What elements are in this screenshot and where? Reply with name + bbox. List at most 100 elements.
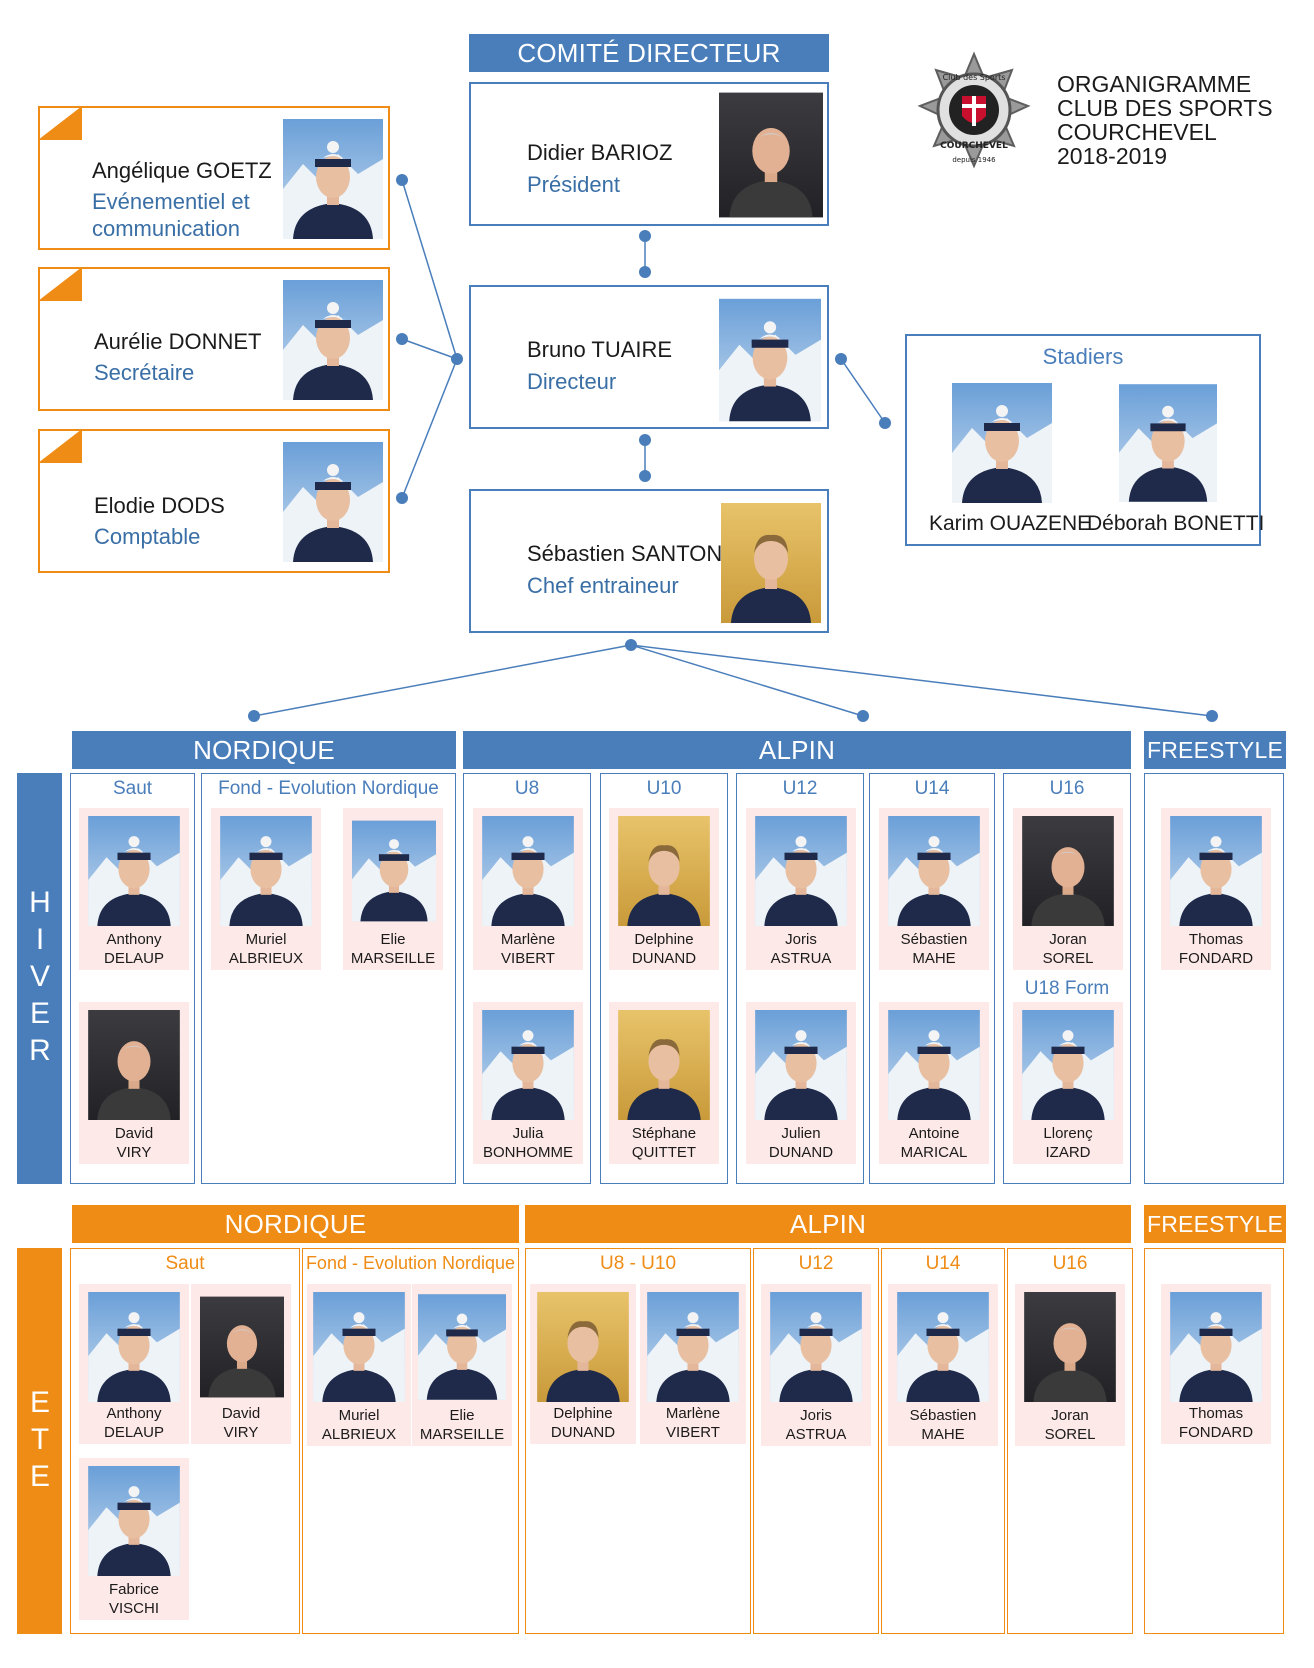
column-title: U16 <box>1049 778 1085 799</box>
connector-dot <box>1206 710 1218 722</box>
connector-dot <box>639 434 651 446</box>
hiver-nordique-banner: NORDIQUE <box>72 731 456 769</box>
member-photo <box>1022 1010 1114 1120</box>
connector-dot <box>625 639 637 651</box>
member-photo <box>647 1292 739 1402</box>
connector-line <box>630 644 864 717</box>
connector-line <box>253 644 632 717</box>
member-photo <box>755 1010 847 1120</box>
column-title: U14 <box>925 1253 961 1274</box>
connector-dot <box>396 492 408 504</box>
connector-dot <box>451 353 463 365</box>
ete-season-label: ETE <box>17 1248 62 1634</box>
hiver-alpin-banner: ALPIN <box>463 731 1131 769</box>
ete-nordique-banner: NORDIQUE <box>72 1205 519 1243</box>
svg-text:depuis 1946: depuis 1946 <box>952 156 996 164</box>
president-photo <box>719 92 823 218</box>
staff-box-dods: Elodie DODS Comptable <box>38 429 390 573</box>
column-title: U16 <box>1052 1253 1088 1274</box>
director-role: Directeur <box>527 369 617 394</box>
connector-dot <box>879 417 891 429</box>
member-photo <box>1024 1292 1116 1402</box>
connector-dot <box>396 333 408 345</box>
staff-box-donnet: Aurélie DONNET Secrétaire <box>38 267 390 411</box>
connector-dot <box>639 230 651 242</box>
member-photo <box>770 1292 862 1402</box>
member-photo <box>88 1466 180 1576</box>
tab-corner <box>38 267 82 301</box>
member-photo <box>482 1010 574 1120</box>
svg-text:COURCHEVEL: COURCHEVEL <box>940 141 1008 151</box>
hiver-freestyle-banner: FREESTYLE <box>1144 731 1286 769</box>
connector-line <box>401 338 458 360</box>
connector-dot <box>639 470 651 482</box>
staff-photo <box>283 116 383 242</box>
member-photo <box>888 1010 980 1120</box>
president-role: Président <box>527 172 620 197</box>
member-photo <box>1170 1292 1262 1402</box>
svg-text:Club des Sports: Club des Sports <box>943 73 1006 82</box>
column-title: Fond - Evolution Nordique <box>218 778 439 799</box>
director-photo <box>719 297 821 423</box>
tab-corner <box>38 106 82 140</box>
director-box: Bruno TUAIRE Directeur <box>469 285 829 429</box>
member-photo <box>313 1292 405 1402</box>
member-photo <box>220 816 312 926</box>
column-title: Saut <box>112 778 153 799</box>
connector-line <box>401 179 458 360</box>
member-photo <box>537 1292 629 1402</box>
stadiers-title: Stadiers <box>1042 344 1124 369</box>
column-title: U12 <box>782 778 818 799</box>
ete-freestyle-banner: FREESTYLE <box>1144 1205 1286 1243</box>
staff-photo <box>283 439 383 565</box>
stadier-name: Déborah BONETTI <box>1087 512 1265 535</box>
director-name: Bruno TUAIRE <box>527 337 673 362</box>
column-title: Saut <box>165 1253 205 1274</box>
member-photo <box>200 1292 284 1402</box>
stadier-name: Karim OUAZENE <box>929 512 1092 535</box>
member-photo <box>888 816 980 926</box>
member-photo <box>618 1010 710 1120</box>
stadier-photo <box>952 380 1052 506</box>
column-title: U8 - U10 <box>599 1253 677 1274</box>
connector-line <box>630 644 1213 717</box>
member-photo <box>482 816 574 926</box>
tab-corner <box>38 429 82 463</box>
connector-dot <box>396 174 408 186</box>
stadier-photo <box>1119 380 1217 506</box>
chief-coach-photo <box>721 500 821 626</box>
chief-coach-role: Chef entraineur <box>527 573 679 598</box>
member-photo <box>418 1292 506 1402</box>
connector-dot <box>835 353 847 365</box>
connector-dot <box>857 710 869 722</box>
member-photo <box>88 816 180 926</box>
